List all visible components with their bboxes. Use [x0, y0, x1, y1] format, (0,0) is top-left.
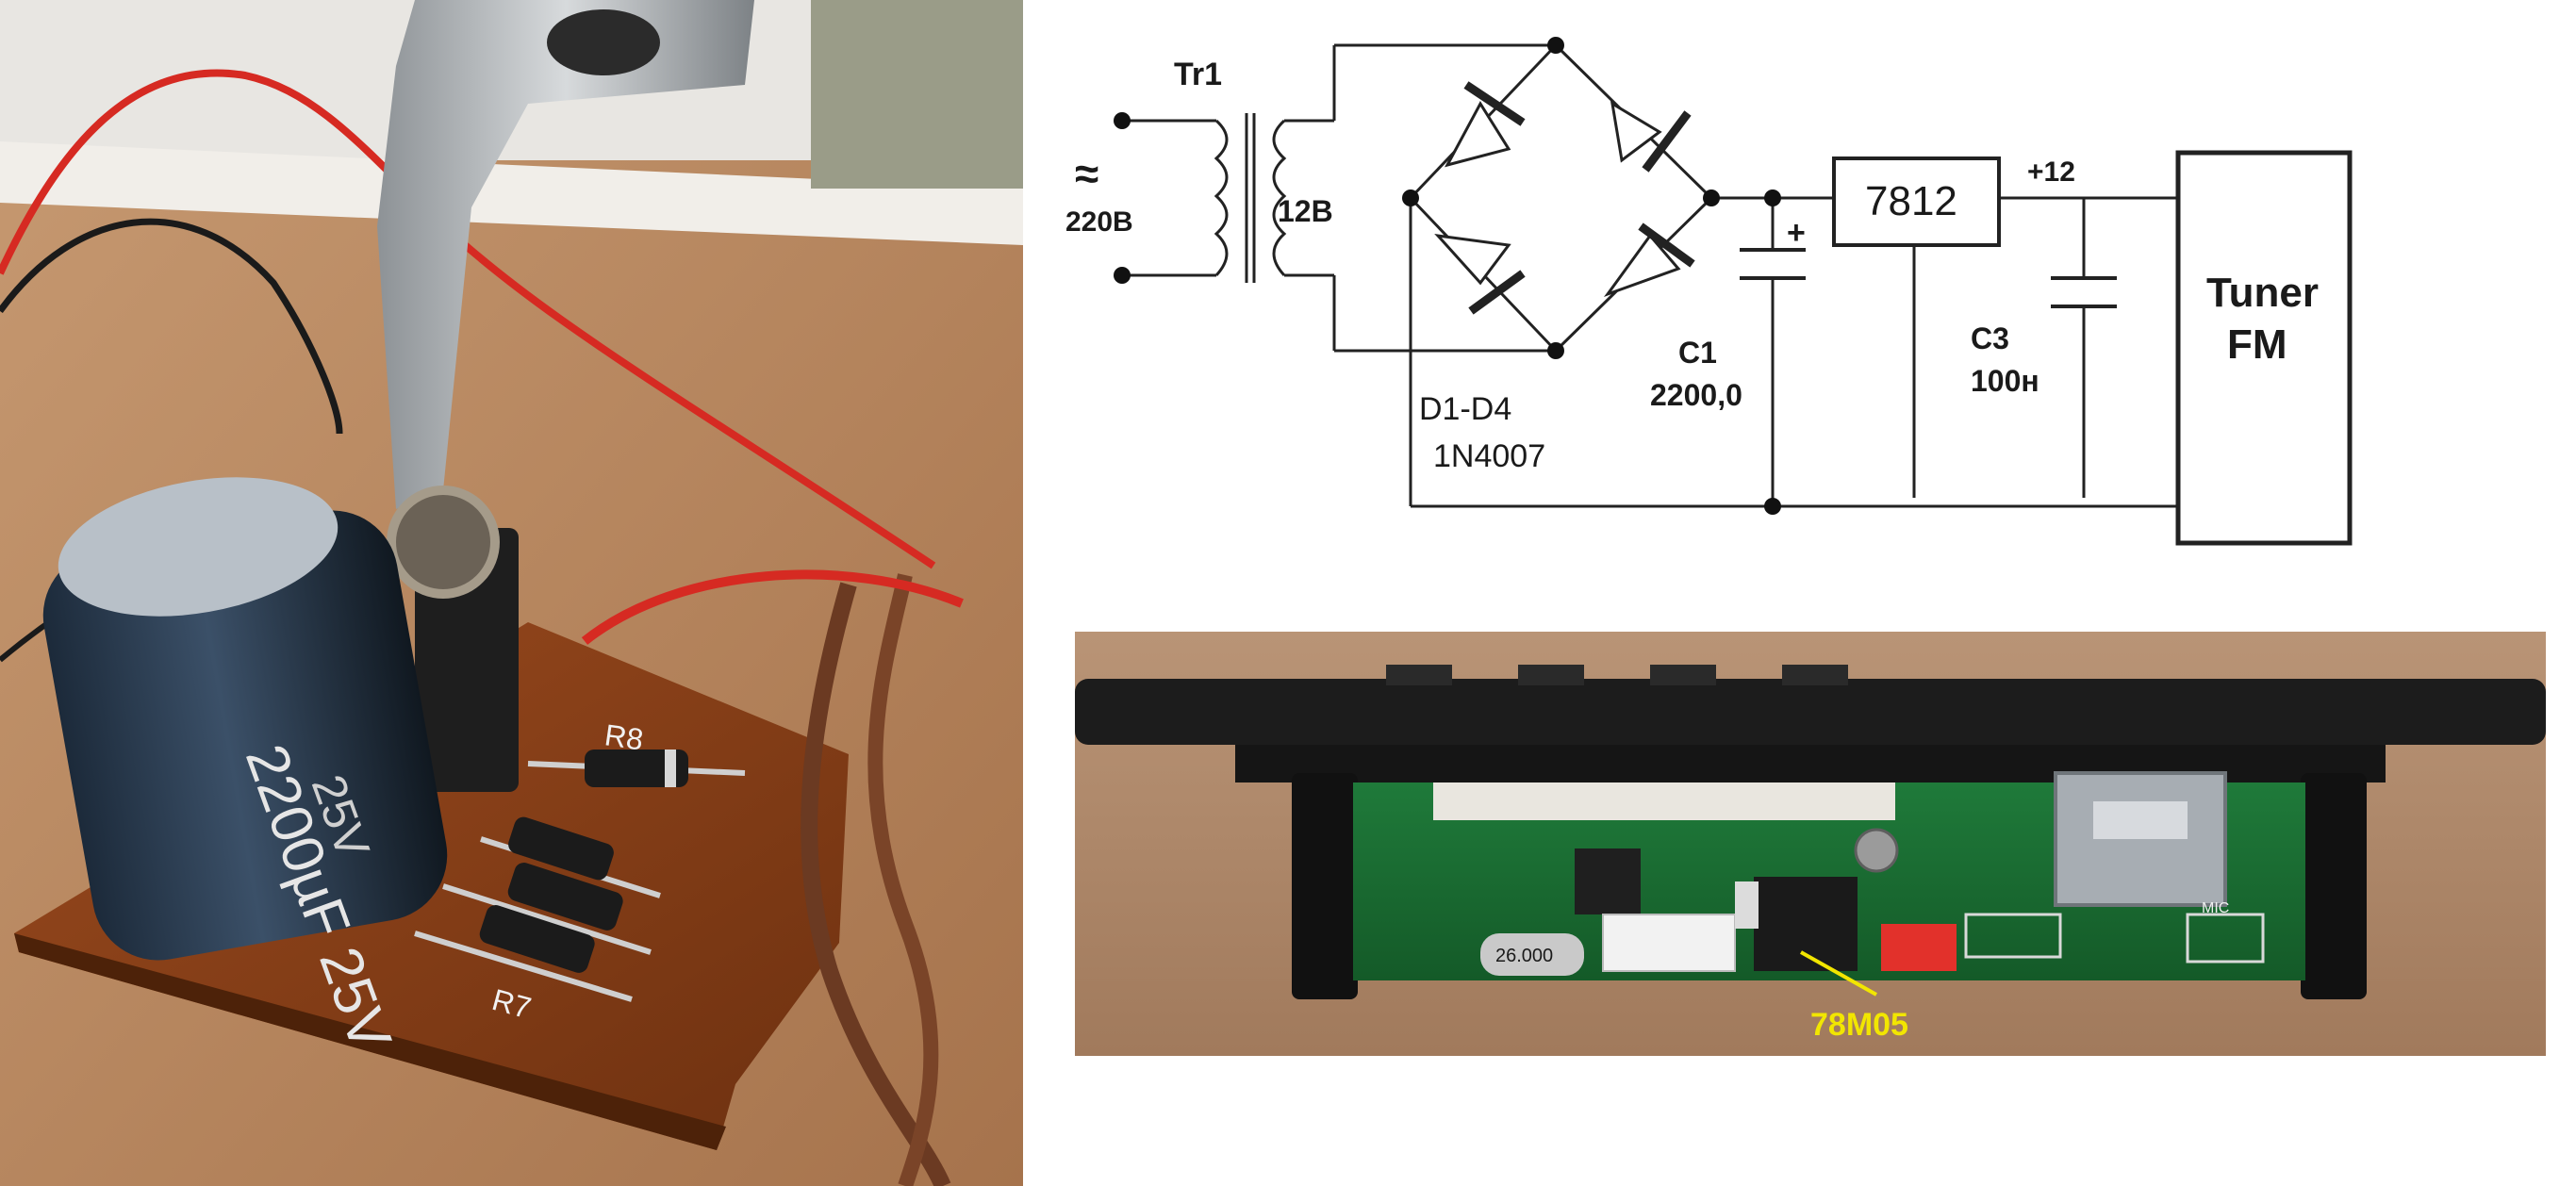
mounting-nut — [387, 486, 500, 599]
metal-bracket — [377, 0, 754, 509]
label-tr1: Tr1 — [1174, 57, 1222, 92]
psu-board-photo: 2200µF 25V 25V R8 R7 — [0, 0, 1023, 1186]
header-pads — [1964, 913, 2062, 959]
brown-wire-2 — [867, 573, 939, 1186]
brown-wire — [801, 582, 951, 1186]
white-connector — [1602, 914, 1736, 972]
label-12v: 12В — [1278, 194, 1333, 228]
main-ic — [1575, 848, 1641, 914]
capacitor-c1-symbol — [1740, 248, 1806, 280]
button-1 — [1386, 665, 1452, 685]
diode-2 — [480, 816, 661, 898]
regulator-7812 — [1832, 156, 2001, 247]
pcb-edge — [14, 933, 726, 1150]
label-mains-symbol: ≈ — [1075, 149, 1098, 198]
label-plus12: +12 — [2027, 156, 2075, 188]
left-post — [1292, 773, 1358, 999]
label-78m05: 78M05 — [1810, 1007, 1908, 1043]
junction-dots — [1114, 37, 1781, 515]
crystal-marking: 26.000 — [1495, 946, 1553, 966]
label-c1-plus: + — [1787, 215, 1806, 251]
button-2 — [1518, 665, 1584, 685]
tuner-module-drawing: 26.000 MIC 78M05 — [1075, 632, 2546, 1056]
electrolytic-capacitor — [42, 510, 448, 961]
diode-3 — [442, 863, 652, 955]
schematic-wires — [1122, 43, 2178, 508]
label-1n4007: 1N4007 — [1433, 438, 1545, 474]
black-wire — [0, 218, 343, 435]
label-fm: FM — [2227, 321, 2287, 368]
bridge-diodes — [1434, 81, 1695, 315]
white-edge — [0, 141, 1023, 245]
bracket-hole — [547, 9, 660, 75]
label-c1: C1 — [1678, 336, 1717, 370]
button-4 — [1782, 665, 1848, 685]
psu-schematic: Tr1 ≈ 220В 12В D1-D4 1N4007 + C1 2200,0 … — [1037, 0, 2576, 566]
tuner-module-photo: 26.000 MIC 78M05 — [1075, 632, 2546, 1056]
tuner-fm-box — [2175, 150, 2353, 546]
right-post — [2301, 773, 2367, 999]
label-r8: R8 — [603, 717, 646, 756]
button-3 — [1650, 665, 1716, 685]
usb-tongue — [2093, 801, 2188, 839]
red-connector — [1881, 924, 1957, 971]
red-lead — [581, 569, 964, 645]
label-100n: 100н — [1971, 364, 2039, 398]
mic-label: MIC — [2202, 900, 2229, 916]
capacitor-top — [58, 477, 339, 617]
label-2200: 2200,0 — [1650, 378, 1742, 412]
crystal — [1480, 933, 1584, 976]
label-tuner: Tuner — [2206, 270, 2319, 316]
psu-board-photo-drawing: 2200µF 25V 25V R8 R7 — [0, 0, 1023, 1186]
callout-line — [1800, 950, 1877, 997]
mic-pads — [2186, 913, 2265, 964]
diode-r7 — [414, 905, 633, 1002]
diode-r8 — [527, 749, 746, 787]
card-slot — [1433, 782, 1895, 820]
regulator-tab — [1735, 881, 1759, 929]
schematic-drawing: Tr1 ≈ 220В 12В D1-D4 1N4007 + C1 2200,0 … — [1065, 37, 2353, 546]
label-d1-d4: D1-D4 — [1419, 391, 1511, 427]
smd-capacitor — [1854, 828, 1899, 873]
red-wire — [0, 69, 936, 569]
capacitor-c3-symbol — [2051, 276, 2117, 308]
background-clutter — [811, 0, 1023, 189]
label-7812: 7812 — [1865, 178, 1957, 224]
label-c3: C3 — [1971, 321, 2009, 355]
label-220v: 220В — [1065, 206, 1133, 238]
front-panel — [1075, 679, 2546, 745]
